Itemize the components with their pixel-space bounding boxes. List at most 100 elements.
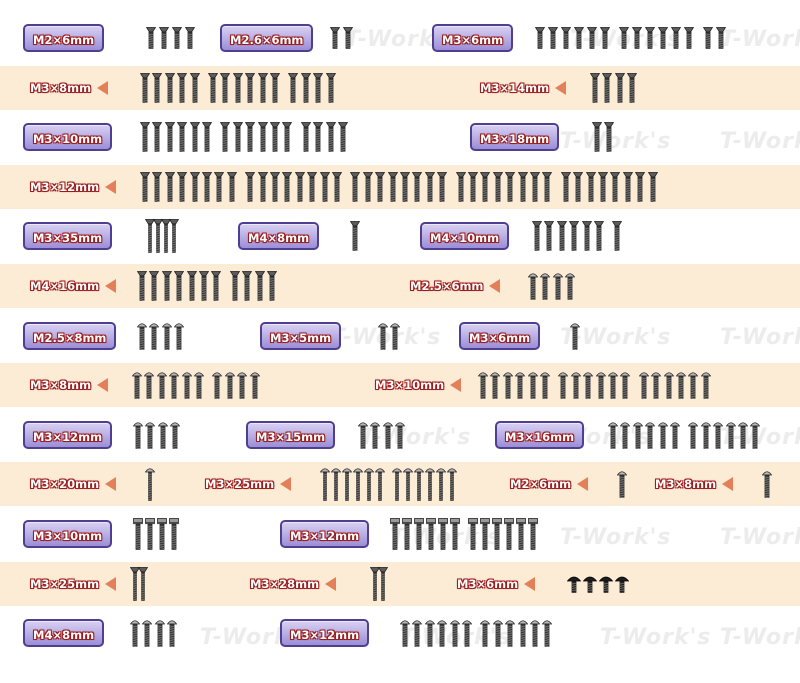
screw-icon	[402, 467, 414, 505]
screw-icon	[618, 27, 630, 53]
screw-icon	[604, 122, 615, 156]
size-label: M3×16mm	[495, 420, 585, 449]
screw-icon	[226, 171, 237, 206]
screw-icon	[132, 421, 144, 453]
screw-icon	[220, 72, 231, 107]
screw-icon	[387, 171, 398, 206]
screw-icon	[412, 619, 423, 651]
screw-icon	[249, 371, 260, 403]
screw-icon	[616, 470, 628, 502]
screw-icon	[399, 619, 411, 651]
size-label: M3×20mm	[30, 477, 100, 492]
screw-icon	[144, 371, 155, 403]
screw-icon	[157, 518, 167, 554]
screw-icon	[156, 371, 168, 403]
screw-icon	[446, 467, 458, 505]
screw-icon	[152, 219, 164, 257]
watermark-text: T-Work's	[560, 129, 672, 154]
pointer-arrow-icon	[722, 477, 734, 492]
screw-icon	[527, 272, 539, 304]
size-label: M3×25mm	[30, 576, 100, 591]
screw-icon	[573, 171, 584, 206]
screw-icon	[181, 371, 192, 403]
screw-icon	[152, 171, 163, 206]
screw-icon	[300, 122, 311, 156]
row-band	[0, 561, 800, 606]
screw-icon	[540, 272, 551, 304]
screw-icon	[369, 566, 381, 605]
screw-icon	[504, 619, 516, 651]
screw-icon	[136, 271, 148, 305]
screw-icon	[517, 171, 528, 206]
screw-icon	[552, 272, 564, 304]
screw-icon	[220, 122, 231, 156]
screw-icon	[622, 171, 633, 206]
size-label: M2.5×6mm	[410, 279, 484, 293]
screw-icon	[516, 518, 526, 554]
screw-icon	[527, 371, 538, 403]
screw-icon	[569, 221, 580, 255]
screw-icon	[189, 72, 200, 107]
screw-icon	[245, 122, 256, 156]
watermark-text: T-Work's	[560, 325, 672, 350]
screw-icon	[254, 271, 265, 305]
screw-icon	[207, 72, 219, 107]
screw-icon	[585, 171, 596, 206]
screw-icon	[257, 72, 268, 107]
screw-icon	[357, 421, 369, 453]
screw-icon	[688, 371, 699, 403]
screw-icon	[529, 619, 541, 651]
screw-icon	[300, 72, 311, 107]
screw-icon	[142, 619, 153, 651]
size-label: M4×16mm	[30, 279, 100, 293]
pointer-arrow-icon	[280, 477, 292, 492]
screw-icon	[644, 421, 656, 453]
pointer-arrow-icon	[325, 576, 337, 591]
screw-icon	[166, 619, 178, 651]
screw-icon	[319, 171, 330, 206]
screw-icon	[599, 27, 611, 53]
screw-icon	[154, 619, 166, 651]
screw-icon	[342, 27, 354, 53]
screw-icon	[715, 27, 727, 53]
size-label: M2.6×6mm	[220, 24, 314, 52]
screw-icon	[161, 322, 173, 354]
screw-icon	[560, 27, 572, 53]
screw-icon	[424, 171, 435, 206]
screw-icon	[129, 566, 141, 605]
screw-icon	[266, 271, 278, 305]
screw-icon	[193, 371, 205, 403]
watermark-text: T-Work's	[720, 425, 800, 450]
screw-icon	[377, 322, 389, 354]
screw-icon	[589, 72, 601, 107]
pointer-arrow-icon	[555, 80, 567, 95]
screw-icon	[556, 221, 567, 255]
screw-icon	[232, 72, 243, 107]
screw-icon	[529, 171, 541, 206]
screw-icon	[402, 518, 412, 554]
screw-icon	[638, 371, 650, 403]
screw-icon	[164, 122, 175, 156]
screw-icon	[663, 371, 674, 403]
screw-icon	[461, 619, 473, 651]
pointer-arrow-icon	[489, 279, 501, 293]
screw-icon	[363, 467, 375, 505]
screw-icon	[229, 271, 240, 305]
screw-icon	[761, 470, 773, 502]
screw-icon	[173, 322, 185, 354]
screw-icon	[201, 122, 213, 156]
size-label: M3×14mm	[480, 80, 550, 95]
size-label: M2.5×8mm	[23, 321, 117, 350]
size-label: M3×10mm	[375, 378, 445, 393]
screw-icon	[341, 467, 353, 505]
watermark-text: T-Work's	[720, 525, 800, 550]
screw-icon	[313, 122, 324, 156]
screw-icon	[189, 171, 200, 206]
screw-icon	[399, 171, 411, 206]
screw-icon	[149, 271, 160, 305]
screw-icon	[669, 421, 681, 453]
screw-icon	[171, 27, 183, 53]
screw-icon	[391, 467, 403, 505]
screw-icon	[313, 72, 324, 107]
